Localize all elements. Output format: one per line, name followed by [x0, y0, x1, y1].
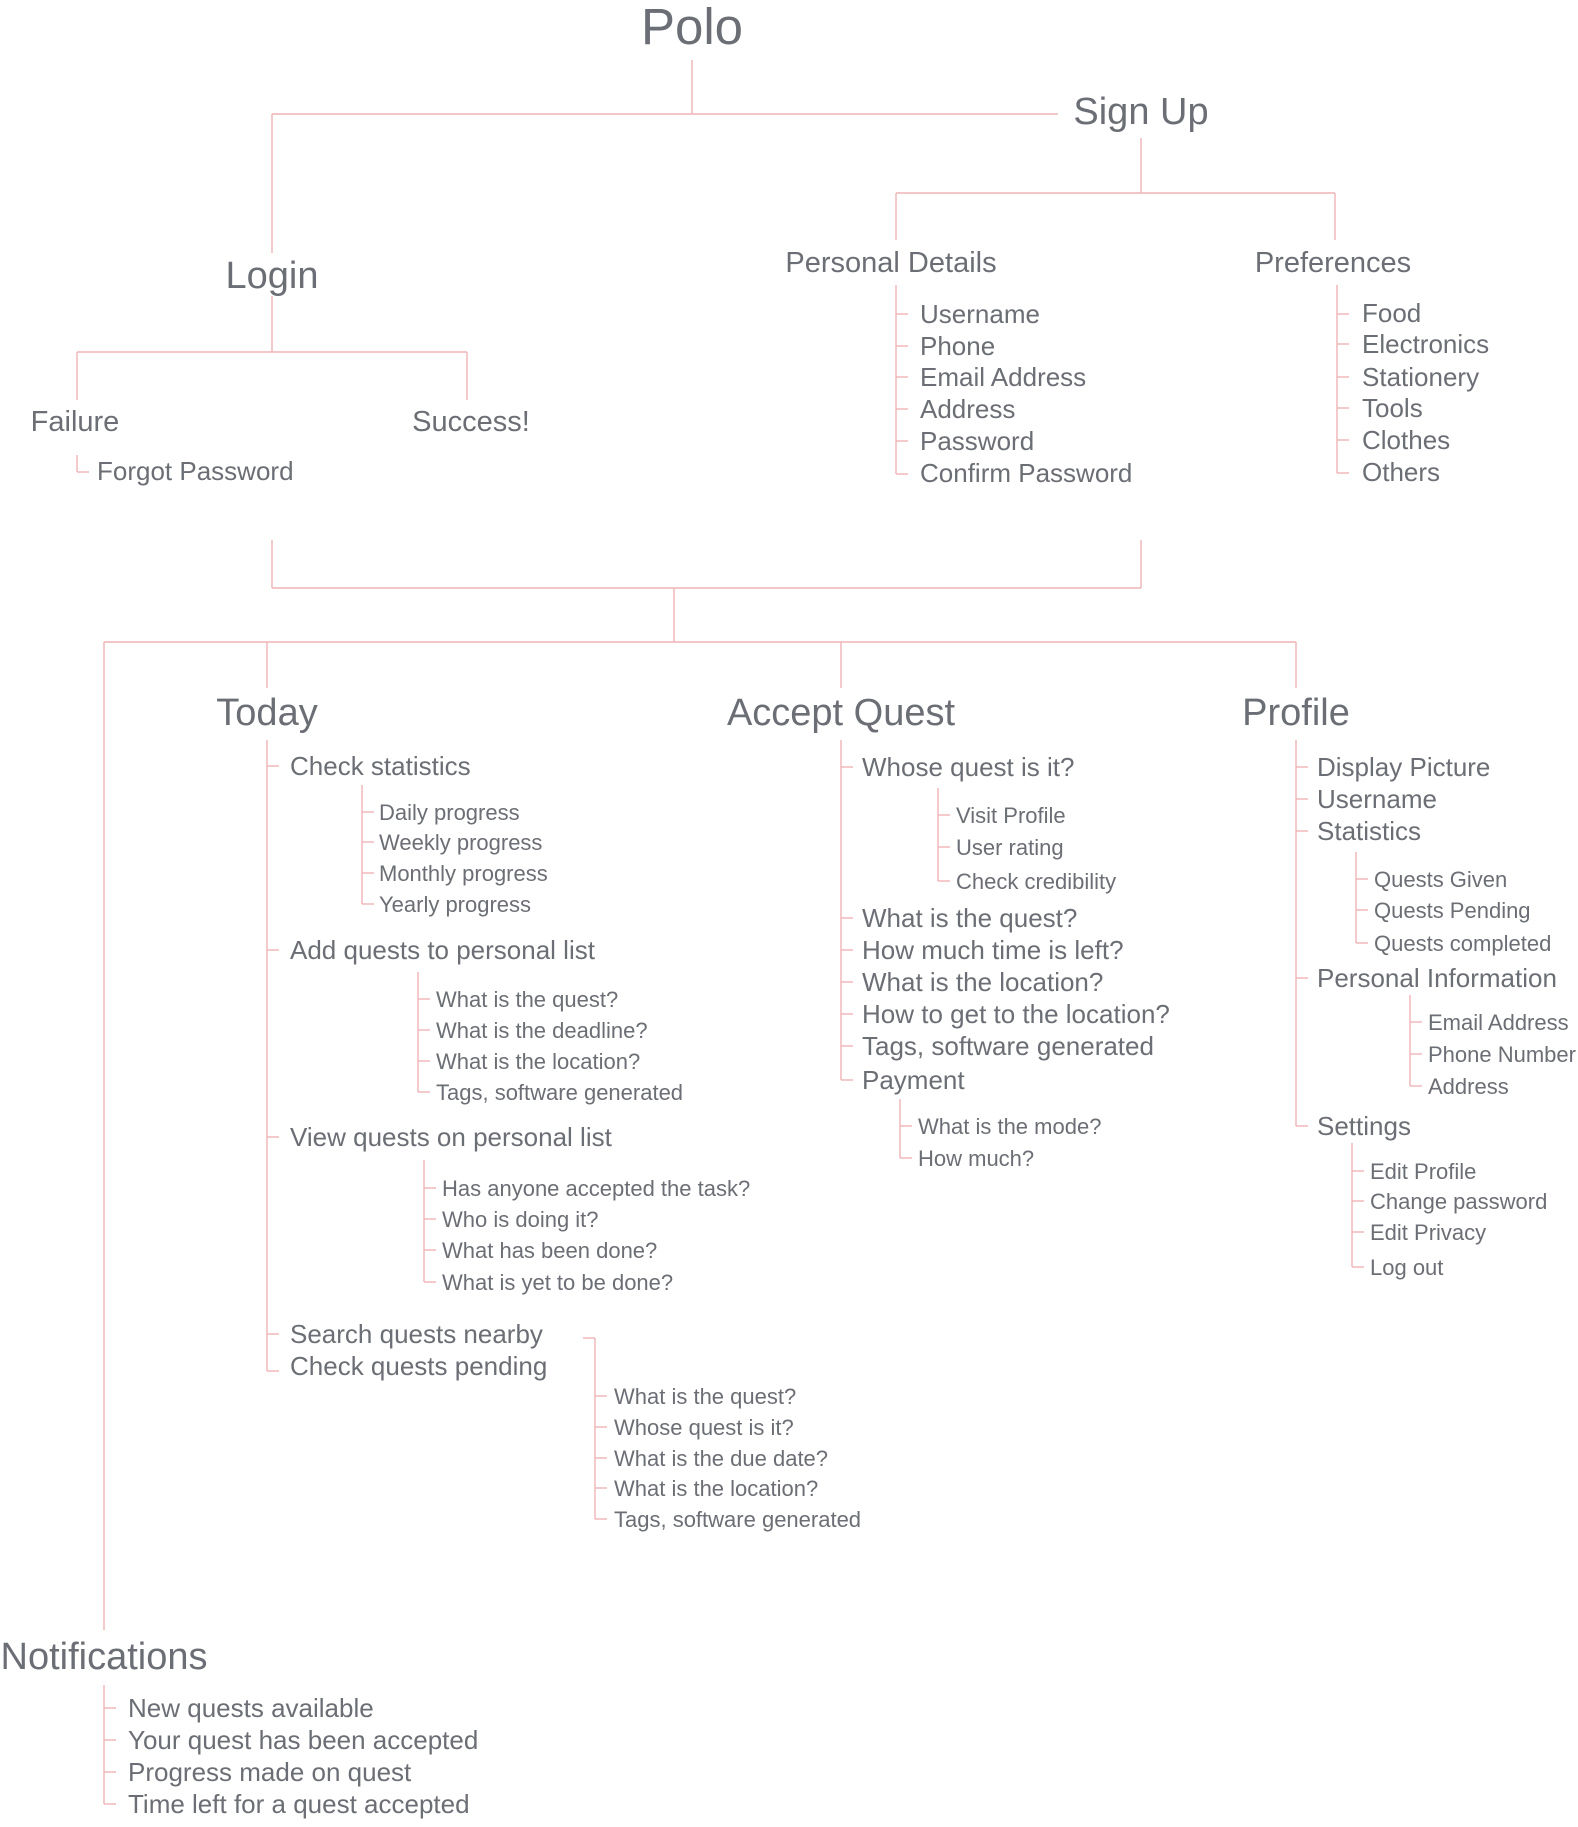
personal-details-item: Username: [920, 299, 1040, 329]
check-pending-item: Whose quest is it?: [614, 1415, 794, 1440]
check-statistics-title: Check statistics: [290, 751, 471, 781]
whose-quest-item: Check credibility: [956, 869, 1116, 894]
whose-quest-title: Whose quest is it?: [862, 752, 1074, 782]
notifications-title: Notifications: [1, 1636, 208, 1678]
preferences-item: Food: [1362, 298, 1421, 328]
preferences-item: Others: [1362, 457, 1440, 487]
view-quests-item: What has been done?: [442, 1238, 657, 1263]
notifications-item: New quests available: [128, 1693, 374, 1723]
login-success: Success!: [412, 406, 530, 438]
whose-quest-item: User rating: [956, 835, 1064, 860]
check-pending-title: Check quests pending: [290, 1351, 547, 1381]
statistics-item: Quests Pending: [1374, 898, 1531, 923]
profile-username: Username: [1317, 784, 1437, 814]
add-quests-item: What is the deadline?: [436, 1018, 648, 1043]
today-title: Today: [216, 692, 317, 734]
check-pending-item: What is the due date?: [614, 1446, 828, 1471]
preferences-title: Preferences: [1255, 247, 1411, 279]
check-pending-item: What is the quest?: [614, 1384, 796, 1409]
signup-title: Sign Up: [1073, 91, 1208, 133]
add-quests-item: What is the quest?: [436, 987, 618, 1012]
check-statistics-item: Monthly progress: [379, 861, 548, 886]
settings-title: Settings: [1317, 1111, 1411, 1141]
notifications-branch: Notifications New quests available Your …: [1, 1636, 479, 1819]
accept-quest-item: How much time is left?: [862, 935, 1124, 965]
personal-details-item: Confirm Password: [920, 458, 1132, 488]
personal-information-item: Phone Number: [1428, 1042, 1576, 1067]
profile-branch: Profile Display Picture Username Statist…: [1242, 692, 1576, 1280]
statistics-title: Statistics: [1317, 816, 1421, 846]
view-quests-title: View quests on personal list: [290, 1122, 613, 1152]
check-statistics-item: Weekly progress: [379, 830, 542, 855]
check-pending-item: Tags, software generated: [614, 1507, 861, 1532]
accept-quest-title: Accept Quest: [727, 692, 956, 734]
profile-display-picture: Display Picture: [1317, 752, 1490, 782]
personal-information-item: Email Address: [1428, 1010, 1569, 1035]
root-title: Polo: [641, 0, 743, 55]
view-quests-item: What is yet to be done?: [442, 1270, 673, 1295]
personal-details-item: Password: [920, 426, 1034, 456]
forgot-password: Forgot Password: [97, 456, 294, 486]
settings-item: Log out: [1370, 1255, 1443, 1280]
notifications-item: Time left for a quest accepted: [128, 1789, 470, 1819]
settings-item: Edit Profile: [1370, 1159, 1476, 1184]
check-statistics-item: Daily progress: [379, 800, 520, 825]
personal-details-item: Address: [920, 394, 1015, 424]
personal-information-item: Address: [1428, 1074, 1509, 1099]
personal-information-title: Personal Information: [1317, 963, 1557, 993]
login-title: Login: [226, 255, 319, 297]
whose-quest-item: Visit Profile: [956, 803, 1066, 828]
accept-quest-item: What is the location?: [862, 967, 1103, 997]
view-quests-item: Has anyone accepted the task?: [442, 1176, 750, 1201]
notifications-item: Your quest has been accepted: [128, 1725, 478, 1755]
preferences-item: Stationery: [1362, 362, 1479, 392]
check-statistics-item: Yearly progress: [379, 892, 531, 917]
statistics-item: Quests Given: [1374, 867, 1507, 892]
notifications-item: Progress made on quest: [128, 1757, 412, 1787]
preferences-item: Tools: [1362, 393, 1423, 423]
profile-title: Profile: [1242, 692, 1350, 734]
login-failure: Failure: [31, 406, 120, 438]
check-pending-item: What is the location?: [614, 1476, 818, 1501]
accept-quest-branch: Accept Quest Whose quest is it? Visit Pr…: [727, 692, 1170, 1171]
settings-item: Edit Privacy: [1370, 1220, 1486, 1245]
search-quests-nearby: Search quests nearby: [290, 1319, 543, 1349]
personal-details-title: Personal Details: [785, 247, 996, 279]
today-branch: Today Check statistics Daily progress We…: [216, 692, 861, 1532]
preferences-item: Clothes: [1362, 425, 1450, 455]
personal-details-item: Phone: [920, 331, 995, 361]
payment-title: Payment: [862, 1065, 965, 1095]
add-quests-title: Add quests to personal list: [290, 935, 596, 965]
connector-lines: [76, 60, 1422, 1805]
add-quests-item: Tags, software generated: [436, 1080, 683, 1105]
payment-item: What is the mode?: [918, 1114, 1101, 1139]
view-quests-item: Who is doing it?: [442, 1207, 599, 1232]
accept-quest-item: Tags, software generated: [862, 1031, 1154, 1061]
preferences-item: Electronics: [1362, 329, 1489, 359]
login-branch: Login Failure Forgot Password Success!: [31, 255, 530, 486]
add-quests-item: What is the location?: [436, 1049, 640, 1074]
personal-details-item: Email Address: [920, 362, 1086, 392]
payment-item: How much?: [918, 1146, 1034, 1171]
accept-quest-item: What is the quest?: [862, 903, 1077, 933]
root-node: Polo: [641, 0, 743, 55]
statistics-item: Quests completed: [1374, 931, 1551, 956]
signup-branch: Sign Up Personal Details Username Phone …: [785, 91, 1489, 488]
settings-item: Change password: [1370, 1189, 1547, 1214]
accept-quest-item: How to get to the location?: [862, 999, 1170, 1029]
